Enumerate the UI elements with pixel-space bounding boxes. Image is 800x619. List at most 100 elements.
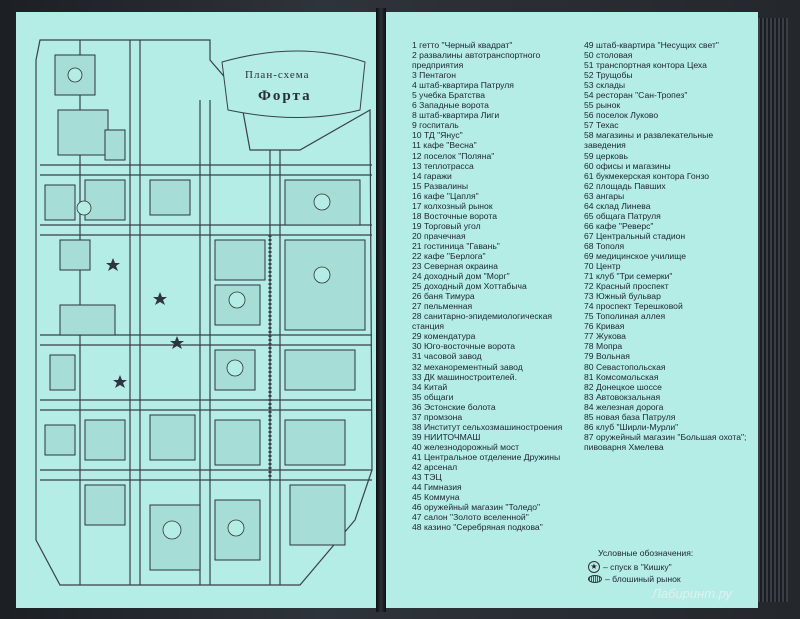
- legend-item: 17 колхозный рынок: [412, 200, 493, 211]
- legend-item: 47 салон "Золото вселенной": [412, 512, 529, 523]
- legend-item: 45 Коммуна: [412, 492, 460, 503]
- star-icon: ★: [588, 561, 600, 573]
- legend-item: 22 кафе "Берлога": [412, 250, 486, 261]
- legend-item: 11 кафе "Весна": [412, 140, 477, 151]
- legend-item: 76 Кривая: [584, 321, 625, 332]
- legend-item: 75 Тополиная аллея: [584, 311, 666, 322]
- legend-item: 50 столовая: [584, 50, 633, 61]
- legend-item: 81 Комсомольская: [584, 371, 659, 382]
- legend-item: 82 Донецкое шоссе: [584, 381, 662, 392]
- legend-item: 23 Северная окраина: [412, 261, 498, 272]
- legend-item: 77 Жукова: [584, 331, 626, 342]
- legend-item: 53 склады: [584, 80, 626, 91]
- legend-item: 79 Вольная: [584, 351, 630, 362]
- legend-item: 24 доходный дом "Морг": [412, 271, 510, 282]
- legend-item: 13 теплотрасса: [412, 160, 474, 171]
- legend-item: 60 офисы и магазины: [584, 160, 671, 171]
- legend-item: 59 церковь: [584, 150, 629, 161]
- legend-item: 71 клуб "Три семерки": [584, 271, 673, 282]
- convention-oval-label: – блошиный рынок: [605, 574, 681, 584]
- legend-item: 8 штаб-квартира Лиги: [412, 110, 500, 121]
- legend-item: 54 ресторан "Сан-Тропез": [584, 90, 688, 101]
- legend-item: 14 гаражи: [412, 170, 452, 181]
- legend-item: 3 Пентагон: [412, 70, 456, 81]
- legend-item: 80 Севастопольская: [584, 361, 666, 372]
- legend-item: 51 транспортная контора Цеха: [584, 60, 707, 71]
- flea-market-icon: [588, 575, 602, 583]
- legend-item: 65 общага Патруля: [584, 210, 661, 221]
- legend-item: 26 баня Тимура: [412, 291, 475, 302]
- legend-item: 6 Западные ворота: [412, 100, 489, 111]
- legend-item: 32 механорементный завод: [412, 361, 523, 372]
- legend-page: [382, 12, 758, 608]
- conventions-title: Условные обозначения:: [598, 548, 694, 558]
- book-spine: [376, 8, 386, 612]
- legend-item: 48 казино "Серебряная подкова": [412, 522, 543, 533]
- page-edges: [758, 18, 788, 602]
- legend-item: 40 железнодорожный мост: [412, 441, 520, 452]
- legend-item: 2 развалины автотранспортного предприяти…: [412, 50, 541, 71]
- legend-item: 16 кафе "Цапля": [412, 190, 479, 201]
- legend-item: 34 Китай: [412, 381, 448, 392]
- legend-item: 72 Красный проспект: [584, 281, 669, 292]
- legend-item: 1 гетто "Черный квадрат": [412, 40, 513, 50]
- legend-item: 43 ТЭЦ: [412, 472, 442, 483]
- legend-item: 19 Торговый угол: [412, 220, 481, 231]
- legend-item: 68 Тополя: [584, 240, 625, 251]
- legend-item: 37 промзона: [412, 411, 463, 422]
- map-title-top: План-схема: [245, 69, 309, 81]
- legend-item: 83 Автовокзальная: [584, 391, 661, 402]
- watermark: Лабиринт.ру: [652, 586, 732, 601]
- legend-item: 58 магазины и развлекательные заведения: [584, 130, 714, 151]
- legend-item: 25 доходный дом Хоттабыча: [412, 281, 527, 292]
- legend-item: 63 ангары: [584, 190, 625, 201]
- legend-item: 64 склад Линева: [584, 200, 651, 211]
- legend-item: 62 площадь Павших: [584, 180, 666, 191]
- legend-item: 44 Гимназия: [412, 482, 462, 493]
- legend-item: 38 Институт сельхозмашиностроения: [412, 421, 563, 432]
- legend-item: 84 железная дорога: [584, 401, 664, 412]
- legend-item: 66 кафе "Реверс": [584, 220, 654, 231]
- legend-item: 52 Трущобы: [584, 70, 633, 81]
- legend-item: 42 арсенал: [412, 461, 458, 472]
- legend-item: 31 часовой завод: [412, 351, 482, 362]
- legend-item: 15 Развалины: [412, 180, 469, 191]
- legend-item: 30 Юго-восточные ворота: [412, 341, 515, 352]
- legend-item: 18 Восточные ворота: [412, 210, 497, 221]
- legend-item: 9 госпиталь: [412, 120, 459, 131]
- legend-item: 29 комендатура: [412, 331, 476, 342]
- legend-item: 57 Техас: [584, 120, 619, 131]
- legend-column-right: 49 штаб-квартира "Несущих свет"50 столов…: [584, 40, 756, 452]
- legend-item: 86 клуб "Ширли-Мурли": [584, 421, 679, 432]
- legend-item: 21 гостиница "Гавань": [412, 240, 500, 251]
- legend-item: 27 пельменная: [412, 301, 473, 312]
- legend-item: 67 Центральный стадион: [584, 230, 686, 241]
- legend-item: 20 прачечная: [412, 230, 466, 241]
- convention-star-label: – спуск в "Кишку": [603, 562, 672, 572]
- legend-item: 46 оружейный магазин "Толедо": [412, 502, 541, 513]
- legend-item: 36 Эстонские болота: [412, 401, 496, 412]
- legend-item: 35 общаги: [412, 391, 454, 402]
- legend-item: 74 проспект Терешковой: [584, 301, 683, 312]
- legend-item: 41 Центральное отделение Дружины: [412, 451, 561, 462]
- legend-item: 33 ДК машиностроителей.: [412, 371, 517, 382]
- legend-item: 78 Мопра: [584, 341, 623, 352]
- legend-item: 12 поселок "Поляна": [412, 150, 495, 161]
- legend-item: 69 медицинское училище: [584, 250, 686, 261]
- convention-oval-row: – блошиный рынок: [588, 574, 681, 584]
- legend-item: 56 поселок Луково: [584, 110, 659, 121]
- legend-item: 55 рынок: [584, 100, 621, 111]
- legend-item: 70 Центр: [584, 261, 621, 272]
- map-boundary: [35, 39, 373, 586]
- legend-column-left: 1 гетто "Черный квадрат"2 развалины авто…: [412, 40, 582, 532]
- legend-item: 85 новая база Патруля: [584, 411, 676, 422]
- legend-item: 49 штаб-квартира "Несущих свет": [584, 40, 719, 50]
- legend-item: 5 учебка Братства: [412, 90, 485, 101]
- convention-star-row: ★ – спуск в "Кишку": [588, 561, 672, 573]
- legend-item: 4 штаб-квартира Патруля: [412, 80, 514, 91]
- star-marker: [106, 258, 120, 271]
- legend-item: 10 ТД "Янус": [412, 130, 463, 141]
- legend-item: 28 санитарно-эпидемиологическая станция: [412, 311, 553, 332]
- map-title-main: Форта: [258, 88, 312, 104]
